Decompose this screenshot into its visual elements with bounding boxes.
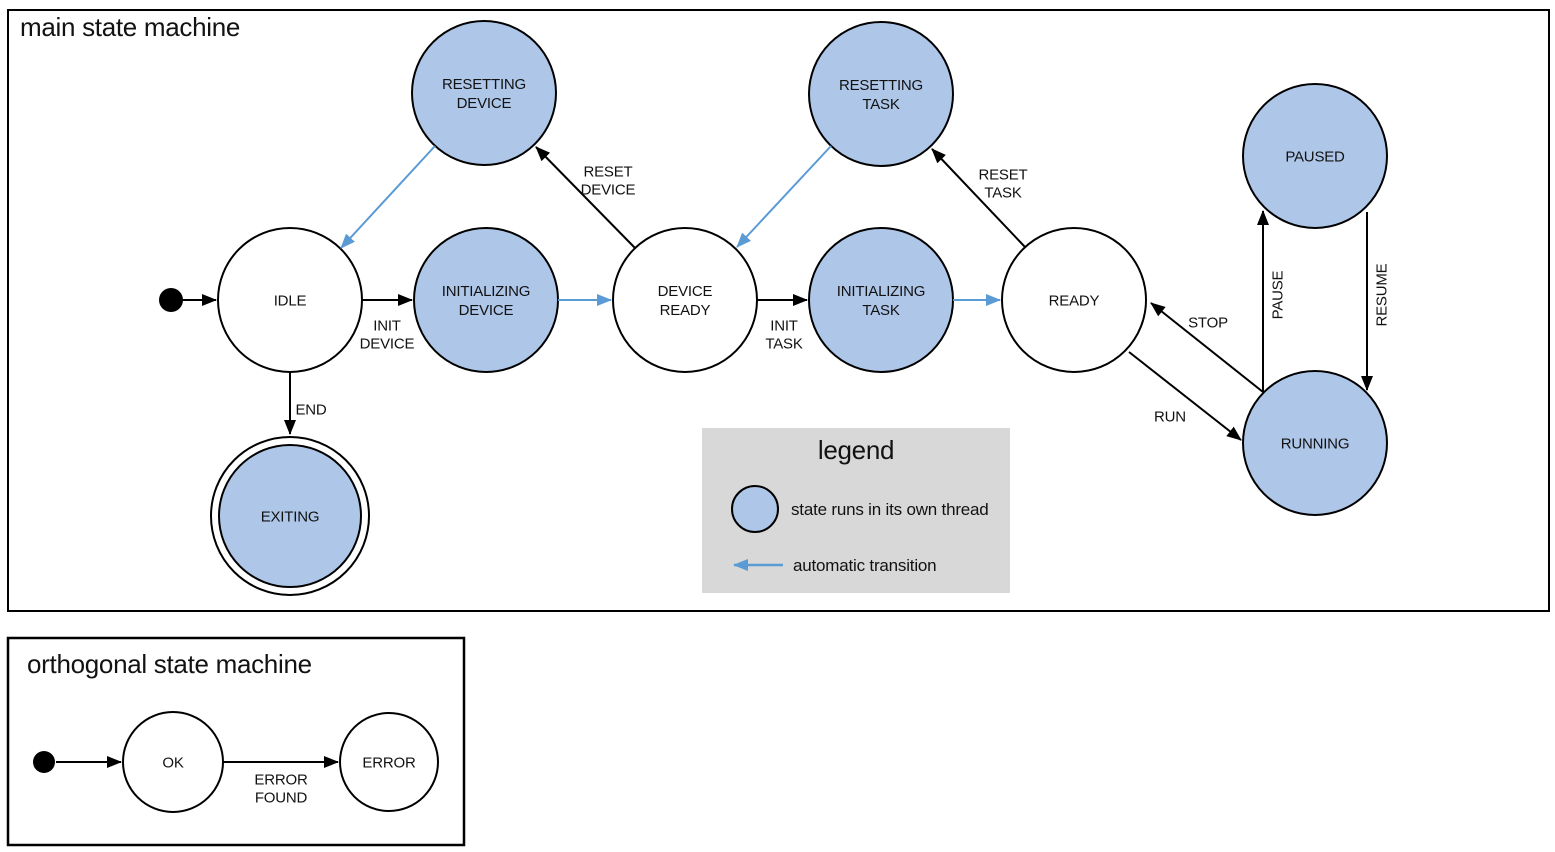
transition-end: END <box>284 372 327 435</box>
state-paused: PAUSED <box>1242 83 1388 229</box>
orthogonal-machine-border <box>6 636 466 847</box>
device-ready-circle <box>612 227 758 373</box>
running-circle <box>1242 370 1388 516</box>
transition-resetting-device-auto <box>340 145 436 249</box>
transition-stop: STOP <box>1150 302 1264 393</box>
exiting-label: EXITING <box>261 509 320 526</box>
resetting-task-auto-arrow <box>736 145 832 248</box>
legend-threaded-state-text: state runs in its own thread <box>791 500 989 519</box>
resetting-task-circle <box>808 21 954 167</box>
legend-auto-transition-text: automatic transition <box>793 556 936 575</box>
resetting-device-circle <box>411 20 557 166</box>
resume-label: RESUME <box>1374 263 1391 326</box>
exiting-circle <box>218 444 362 588</box>
state-error: ERROR <box>339 712 439 812</box>
state-ok: OK <box>122 711 224 813</box>
main-machine-title: main state machine <box>20 12 240 42</box>
main-machine-border <box>7 9 1550 612</box>
paused-label: PAUSED <box>1285 149 1345 166</box>
state-ready: READY <box>1001 227 1147 373</box>
error-label: ERROR <box>362 755 416 772</box>
legend: legend state runs in its own thread auto… <box>702 428 1010 593</box>
idle-label: IDLE <box>274 293 307 310</box>
paused-circle <box>1242 83 1388 229</box>
state-running: RUNNING <box>1242 370 1388 516</box>
orthogonal-machine-title: orthogonal state machine <box>27 649 312 679</box>
transition-run: RUN <box>1128 351 1242 441</box>
resetting-device-auto-arrow <box>340 145 436 249</box>
initial-state-dot <box>159 288 183 312</box>
stop-label: STOP <box>1188 315 1228 332</box>
transition-pause: PAUSE <box>1257 210 1287 392</box>
reset-device-arrow <box>535 146 636 249</box>
transition-resetting-task-auto <box>736 145 832 248</box>
orthogonal-machine-states: OK ERROR <box>33 711 439 813</box>
legend-threaded-state-icon <box>731 485 779 533</box>
state-exiting: EXITING <box>210 436 370 596</box>
transition-resume: RESUME <box>1361 212 1391 391</box>
state-idle: IDLE <box>217 227 363 373</box>
pause-label: PAUSE <box>1270 270 1287 319</box>
ok-label: OK <box>162 755 183 772</box>
end-label: END <box>295 402 326 419</box>
run-arrow <box>1128 351 1242 441</box>
stop-arrow <box>1150 302 1264 393</box>
initializing-task-circle <box>808 227 954 373</box>
ready-label: READY <box>1049 293 1100 310</box>
ready-circle <box>1001 227 1147 373</box>
running-label: RUNNING <box>1281 436 1350 453</box>
run-label: RUN <box>1154 409 1186 426</box>
initializing-device-circle <box>413 227 559 373</box>
initial-state-dot <box>33 751 55 773</box>
reset-task-arrow <box>931 148 1026 248</box>
error-circle <box>339 712 439 812</box>
legend-title: legend <box>818 435 894 465</box>
